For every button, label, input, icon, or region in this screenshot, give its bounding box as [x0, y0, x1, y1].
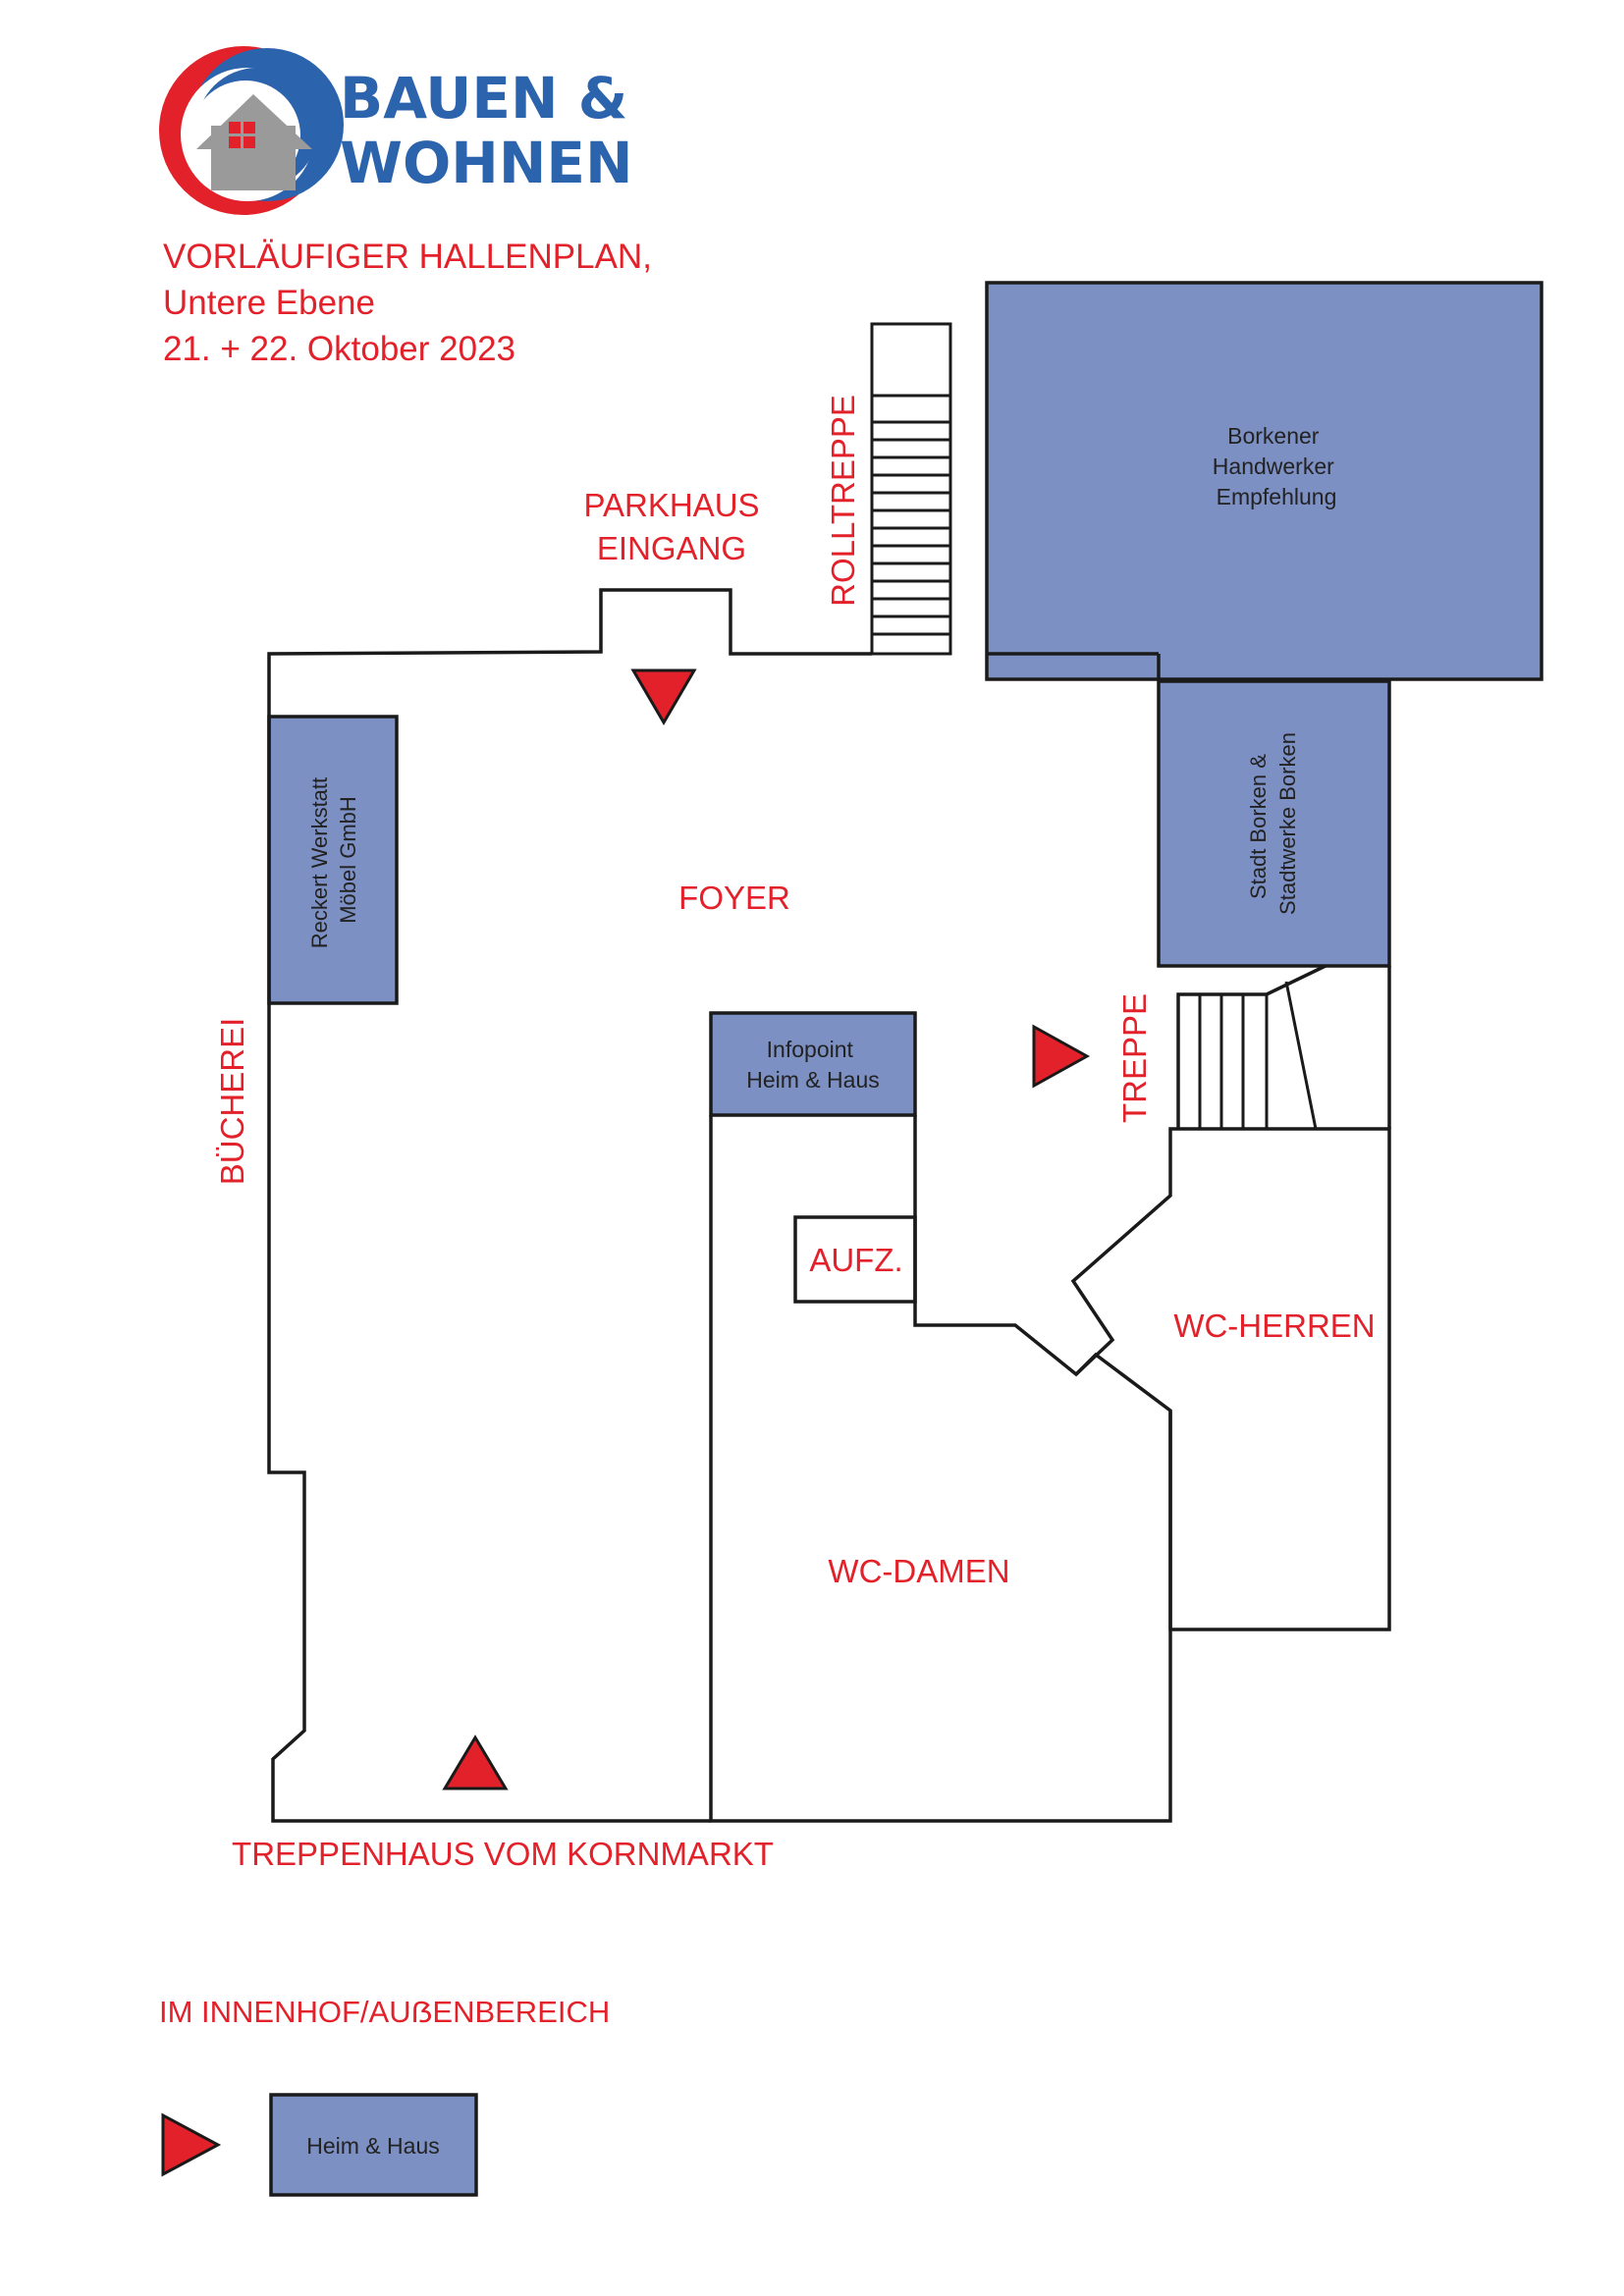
booth-stadt-line-2: Stadtwerke Borken — [1275, 732, 1300, 915]
brand-line-1: BAUEN & — [340, 65, 627, 132]
parkhaus-entry-marker-icon — [630, 668, 697, 725]
svg-text:Reckert Werkstatt Möbel: Reckert Werkstatt Möbel GmbH — [307, 772, 360, 949]
svg-text:Stadt Borken & Stadtwerk: Stadt Borken & Stadtwerke Borken — [1246, 732, 1300, 915]
booth-infopoint-line-1: Infopoint — [767, 1037, 854, 1062]
walls — [267, 588, 1391, 1823]
wc-herren-wall — [1070, 1127, 1391, 1631]
treppe-entry-marker-icon — [1032, 1024, 1091, 1089]
brand-line-2: WOHNEN — [340, 130, 633, 196]
treppe-label: TREPPE — [1116, 993, 1153, 1123]
logo: BAUEN & WOHNEN — [159, 46, 633, 215]
wc-damen-label: WC-DAMEN — [828, 1553, 1009, 1589]
booth-infopoint: Infopoint Heim & Haus — [709, 1011, 917, 1117]
plan-title: VORLÄUFIGER HALLENPLAN, — [163, 238, 652, 276]
buecherei-label: BÜCHEREI — [214, 1018, 250, 1186]
outdoor-booth-label: Heim & Haus — [306, 2133, 439, 2159]
booth-borkener-handwerker: Borkener Handwerker Empfehlung — [985, 281, 1543, 681]
eingang-label: EINGANG — [597, 530, 746, 566]
treppe-stairs — [1176, 964, 1326, 1130]
aufzug-box — [793, 1215, 917, 1304]
booth-borkener-line-2: Handwerker — [1213, 454, 1334, 479]
kornmarkt-entry-marker-icon — [442, 1735, 509, 1790]
booth-reckert-werkstatt: Reckert Werkstatt Möbel GmbH — [267, 715, 399, 1005]
booth-infopoint-line-2: Heim & Haus — [746, 1067, 879, 1093]
outer-wall — [267, 588, 872, 1823]
booth-borkener-line-1: Borkener — [1227, 423, 1320, 449]
outdoor-marker-icon — [161, 2112, 222, 2177]
wc-herren-label: WC-HERREN — [1173, 1308, 1375, 1344]
svg-text:Borkener Handwerker: Borkener Handwerker Empfehlung — [1213, 423, 1340, 509]
booth-reckert-line-2: Möbel GmbH — [336, 796, 360, 924]
rolltreppe-stairs — [870, 322, 952, 656]
house-in-circles-logo-icon — [159, 46, 344, 215]
booth-heim-und-haus-outdoor: Heim & Haus — [269, 2093, 478, 2197]
plan-date: 21. + 22. Oktober 2023 — [163, 330, 515, 368]
wc-damen-wall — [709, 1115, 1172, 1823]
foyer-label: FOYER — [678, 880, 790, 916]
booth-reckert-line-1: Reckert Werkstatt — [307, 777, 332, 948]
booth-stadt-line-1: Stadt Borken & — [1246, 754, 1271, 899]
parkhaus-label: PARKHAUS — [583, 487, 759, 523]
treppenhaus-label: TREPPENHAUS VOM KORNMARKT — [232, 1836, 774, 1872]
rolltreppe-label: ROLLTREPPE — [825, 395, 861, 607]
outdoor-heading: IM INNENHOF/AUẞENBEREICH — [159, 1995, 610, 2029]
plan-subtitle: Untere Ebene — [163, 284, 375, 322]
aufzug-label: AUFZ. — [809, 1242, 902, 1278]
booth-stadt-borken: Stadt Borken & Stadtwerke Borken — [1157, 679, 1391, 968]
svg-text:Infopoint Heim & Haus: Infopoint Heim & Haus — [746, 1037, 879, 1093]
booth-borkener-line-3: Empfehlung — [1217, 484, 1337, 509]
